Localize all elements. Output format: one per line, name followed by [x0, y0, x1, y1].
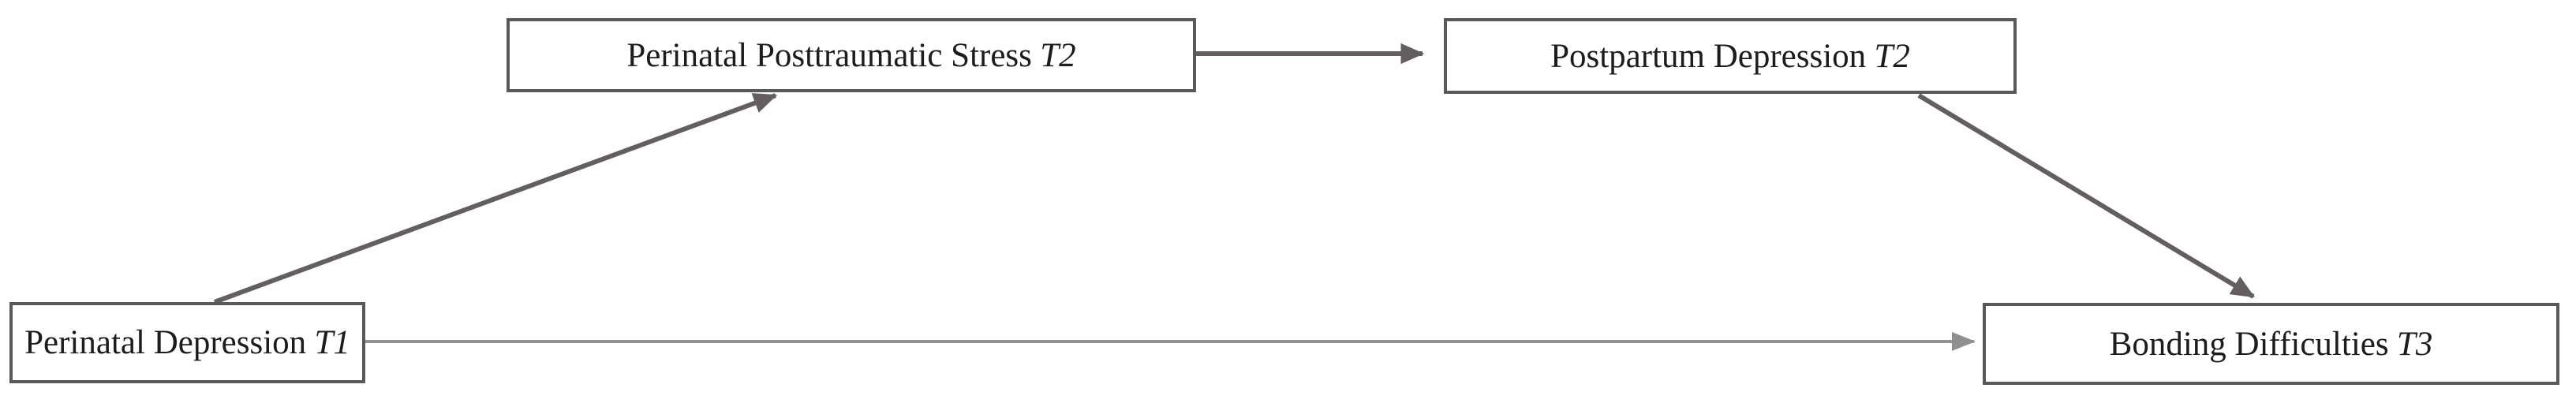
arrow-ppd-to-bonding [1917, 93, 2256, 299]
node-label: Perinatal Posttraumatic Stress [626, 36, 1032, 74]
node-time-label: T3 [2396, 325, 2433, 363]
node-time-label: T2 [1874, 37, 1910, 75]
node-time-label: T2 [1040, 36, 1076, 74]
node-time-label: T1 [314, 324, 350, 361]
node-label: Postpartum Depression [1550, 37, 1867, 75]
arrow-t1-to-ptss [213, 93, 778, 304]
node-label: Bonding Difficulties [2109, 325, 2389, 363]
node-label: Perinatal Depression [24, 324, 307, 361]
